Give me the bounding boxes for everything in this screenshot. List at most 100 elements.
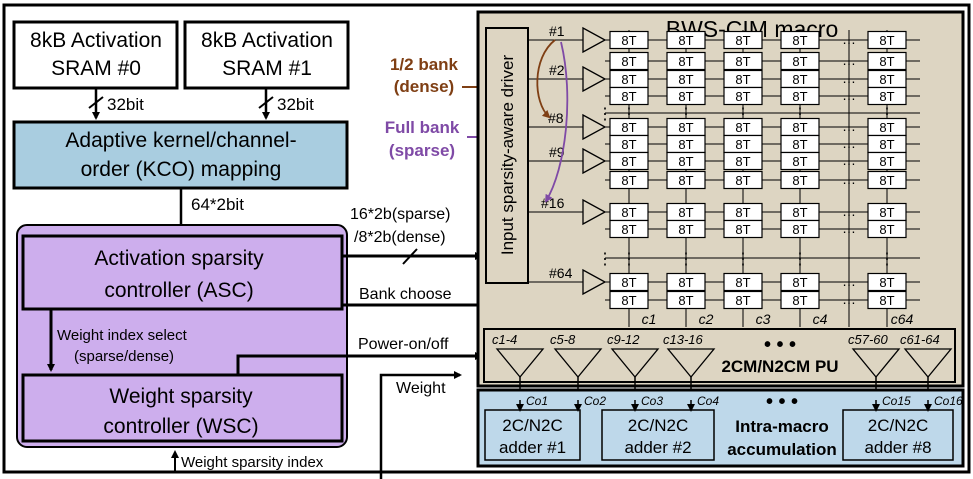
cell-label: 8T [879, 120, 894, 135]
cell-label: 8T [735, 54, 750, 69]
horizontal-ellipsis: … [842, 171, 856, 187]
sram-cell-8t [867, 30, 907, 50]
adder-index: adder #1 [499, 438, 566, 457]
sram-cell-8t [666, 170, 706, 190]
cell-label: 8T [735, 222, 750, 237]
cell-label: 8T [792, 120, 807, 135]
sram-1-box [183, 20, 350, 90]
vertical-ellipsis: ⋮ [678, 251, 694, 268]
cell-label: 8T [879, 89, 894, 104]
accum-label-2: accumulation [727, 440, 837, 459]
sram-cell-8t [867, 219, 907, 239]
cell-label: 8T [678, 154, 693, 169]
cell-label: 8T [621, 89, 636, 104]
pu-input-label: c9-12 [607, 332, 640, 347]
cell-label: 8T [792, 275, 807, 290]
wsc-line2: controller (WSC) [103, 415, 258, 438]
cell-label: 8T [621, 173, 636, 188]
kco-mapping-box [12, 120, 349, 190]
pu-unit-icon [553, 348, 603, 379]
cell-label: 8T [792, 54, 807, 69]
pu-input-label: c5-8 [550, 332, 576, 347]
sram-cell-8t [867, 151, 907, 171]
output-label: Co2 [584, 394, 606, 408]
adder-label: 2C/N2C [502, 416, 562, 435]
kco-bus-width: 64*2bit [191, 195, 244, 214]
driver-label: Input sparsity-aware driver [498, 55, 517, 256]
sram-1-line1: 8kB Activation [201, 29, 333, 52]
pu-input-label: c13-16 [663, 332, 704, 347]
row-label: #64 [549, 265, 573, 281]
vertical-ellipsis: ⋮ [621, 251, 637, 268]
cell-label: 8T [678, 293, 693, 308]
horizontal-ellipsis: … [842, 152, 856, 168]
full-bank-label: Full bank [385, 118, 460, 137]
cell-label: 8T [735, 293, 750, 308]
cell-label: 8T [678, 54, 693, 69]
adder-index: adder #2 [624, 438, 691, 457]
sparse-bus-label: 16*2b(sparse) [350, 206, 451, 223]
cell-label: 8T [678, 33, 693, 48]
adder-box [601, 409, 715, 461]
sram-cell-8t [780, 219, 820, 239]
cell-label: 8T [792, 137, 807, 152]
sram-cell-8t [723, 30, 763, 50]
sram-cell-8t [723, 219, 763, 239]
horizontal-ellipsis: … [842, 220, 856, 236]
horizontal-ellipsis: … [842, 70, 856, 86]
cell-label: 8T [678, 137, 693, 152]
dense-bus-label: /8*2b(dense) [354, 229, 446, 246]
cell-label: 8T [735, 72, 750, 87]
pu-unit-icon [610, 348, 660, 379]
kco-line2: order (KCO) mapping [81, 158, 282, 181]
sram-cell-8t [723, 272, 763, 292]
sram-cell-8t [780, 51, 820, 71]
sram-cell-8t [723, 151, 763, 171]
sram-cell-8t [666, 290, 706, 310]
pu-unit-icon [666, 348, 716, 379]
cell-label: 8T [792, 89, 807, 104]
horizontal-ellipsis: … [842, 118, 856, 134]
cell-label: 8T [678, 205, 693, 220]
outer-frame [2, 3, 971, 474]
cell-label: 8T [735, 137, 750, 152]
sram-cell-8t [666, 30, 706, 50]
sram-cell-8t [867, 290, 907, 310]
cell-label: 8T [621, 54, 636, 69]
sram-cell-8t [723, 86, 763, 106]
pu-unit-icon [903, 348, 953, 379]
row-label: #8 [548, 110, 564, 126]
cell-label: 8T [735, 173, 750, 188]
row-label: #1 [549, 23, 565, 39]
sram-cell-8t [867, 272, 907, 292]
pu-input-label: c61-64 [900, 332, 940, 347]
horizontal-ellipsis: … [842, 273, 856, 289]
adder-box [484, 409, 581, 461]
kco-line1: Adaptive kernel/channel- [65, 129, 296, 152]
cell-label: 8T [678, 222, 693, 237]
half-bank-label: 1/2 bank [390, 55, 459, 74]
cell-label: 8T [678, 72, 693, 87]
cell-label: 8T [792, 173, 807, 188]
cell-label: 8T [792, 154, 807, 169]
cell-label: 8T [735, 205, 750, 220]
cell-label: 8T [678, 89, 693, 104]
sram-0-line1: 8kB Activation [30, 29, 162, 52]
sram-cell-8t [780, 151, 820, 171]
sram-cell-8t [780, 170, 820, 190]
full-bank-mode: (sparse) [389, 141, 455, 160]
driver-box [485, 27, 529, 284]
bank-choose-label: Bank choose [359, 286, 452, 303]
adder-index: adder #8 [864, 438, 931, 457]
output-label: Co4 [697, 394, 719, 408]
weight-index-mode: (sparse/dense) [74, 348, 174, 365]
sram-cell-8t [867, 86, 907, 106]
vertical-ellipsis: ⋮ [735, 251, 751, 268]
bus-slash-icon [88, 96, 104, 109]
output-label: Co15 [882, 394, 911, 408]
cell-label: 8T [879, 275, 894, 290]
horizontal-ellipsis: … [842, 203, 856, 219]
accum-label-1: Intra-macro [735, 417, 829, 436]
cell-label: 8T [621, 33, 636, 48]
